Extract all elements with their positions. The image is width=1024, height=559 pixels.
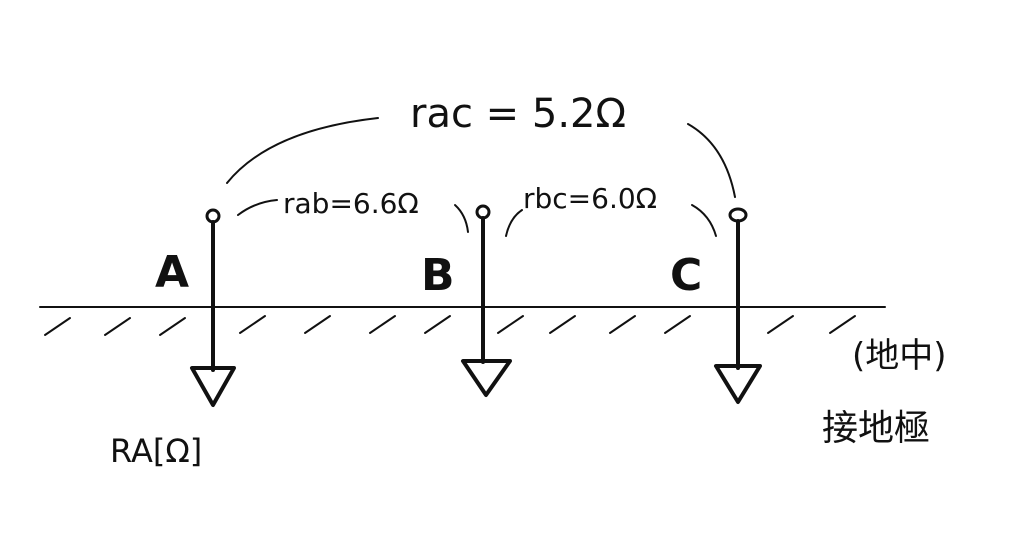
ground-symbol-icon <box>461 359 512 397</box>
electrode-a <box>190 208 236 407</box>
ground-symbol-icon <box>190 366 236 407</box>
ground-hatching <box>44 315 856 336</box>
ra-label: RA[Ω] <box>110 432 202 470</box>
resistance-curves <box>226 117 736 237</box>
underground-label: (地中) <box>852 336 947 376</box>
electrode-b <box>461 204 512 397</box>
electrode-c-label: C <box>670 250 702 301</box>
ground-electrode-label: 接地極 <box>822 408 930 449</box>
electrode-c <box>714 207 762 404</box>
r-ab-label: rab=6.6Ω <box>283 187 419 220</box>
ground-symbol-icon <box>714 364 762 404</box>
electrode-b-label: B <box>421 250 455 301</box>
electrode-a-label: A <box>155 247 189 298</box>
r-bc-label: rbc=6.0Ω <box>523 182 657 215</box>
r-ac-label: rac = 5.2Ω <box>410 91 626 137</box>
